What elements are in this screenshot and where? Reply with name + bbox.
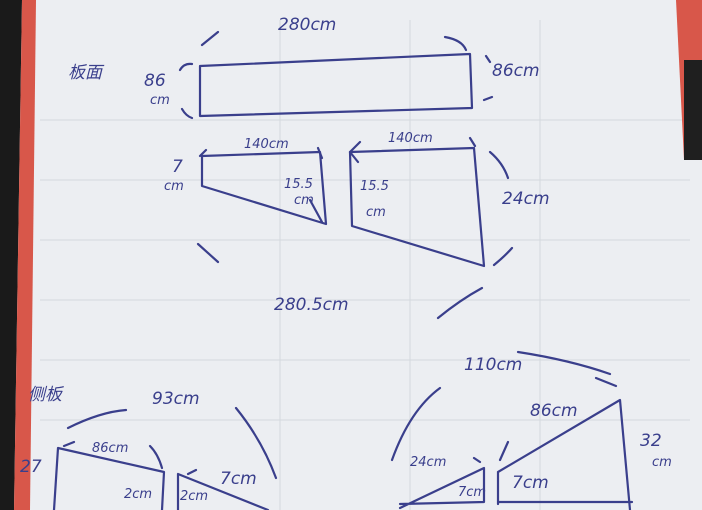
top-total-bottom: 280.5cm — [274, 295, 349, 315]
side-left-height: 27 — [20, 457, 42, 477]
top-right-height: 86cm — [492, 61, 540, 81]
top-panel-drawing — [178, 30, 514, 320]
side-title: 侧板 — [28, 385, 65, 405]
side-left-right: 7cm — [220, 469, 257, 489]
top-left-height-unit: cm — [150, 93, 170, 108]
side-left-mid-b: 2cm — [180, 489, 208, 504]
desk-edge-left — [0, 0, 22, 510]
side-right-small-slope: 24cm — [410, 455, 446, 470]
side-right-mid: 7cm — [512, 473, 549, 493]
left-trap-left-b: cm — [164, 179, 184, 194]
side-right-height-b: cm — [652, 455, 672, 470]
top-left-height: 86 — [144, 71, 166, 91]
side-left-slope: 86cm — [92, 441, 128, 456]
top-title: 板面 — [68, 63, 105, 83]
left-trap-right-b: cm — [294, 193, 314, 208]
left-trap-right-a: 15.5 — [284, 177, 313, 192]
side-panel-drawing — [52, 350, 634, 510]
right-trap-left-a: 15.5 — [360, 179, 389, 194]
right-trap-top: 140cm — [388, 131, 433, 146]
side-right-height-a: 32 — [640, 431, 662, 451]
top-width-label: 280cm — [278, 15, 336, 35]
faint-grid — [40, 20, 690, 510]
side-right-small-height: 7cm — [458, 485, 486, 500]
side-left-mid-a: 2cm — [124, 487, 152, 502]
dark-edge-right — [684, 60, 702, 160]
red-binding-left — [14, 0, 36, 510]
left-trap-left-a: 7 — [172, 157, 183, 177]
right-trap-right: 24cm — [502, 189, 550, 209]
right-trap-left-b: cm — [366, 205, 386, 220]
side-left-total: 93cm — [152, 389, 200, 409]
side-right-slope: 86cm — [530, 401, 578, 421]
left-trap-top: 140cm — [244, 137, 289, 152]
side-right-total: 110cm — [464, 355, 522, 375]
